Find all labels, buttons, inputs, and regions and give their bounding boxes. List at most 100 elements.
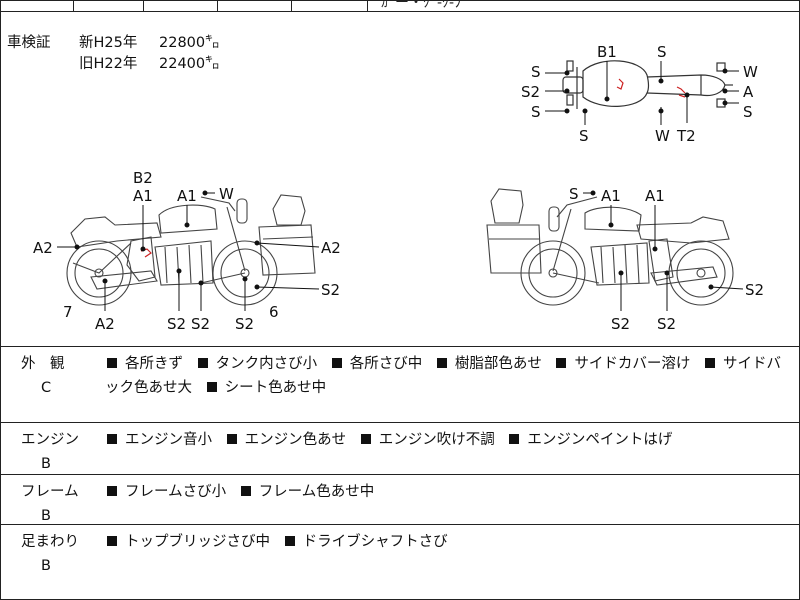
label-7: 7 xyxy=(63,303,73,321)
label-s2: S2 xyxy=(657,315,676,333)
label-s: S xyxy=(531,103,541,121)
section-category: 足まわり B xyxy=(21,530,81,578)
top-view-bike xyxy=(562,60,733,111)
top-strip: ｶﾞー・ｸﾞ-ｸ-ﾌﾞ xyxy=(1,1,799,12)
divider xyxy=(143,1,144,11)
inspection-label: 車検証 xyxy=(7,35,51,51)
section-exterior: 外 観 C 各所きず タンク内さび小 各所さび中 樹脂部色あせ サイドカバー溶け… xyxy=(1,346,799,423)
label-s: S xyxy=(657,43,667,61)
label-s: S xyxy=(531,63,541,81)
bullet-square-icon xyxy=(226,434,237,444)
condition-items: フレームさび小 フレーム色あせ中 xyxy=(105,480,793,504)
inspection-year: 新H25年 xyxy=(79,35,138,51)
condition-item: 各所きず xyxy=(105,356,183,372)
condition-item: エンジン音小 xyxy=(105,432,212,448)
inspection-year: 旧H22年 xyxy=(79,56,138,72)
condition-item: フレームさび小 xyxy=(105,484,226,500)
bullet-square-icon xyxy=(360,434,371,444)
label-a1: A1 xyxy=(601,187,621,205)
label-s2: S2 xyxy=(191,315,210,333)
divider xyxy=(217,1,218,11)
bullet-square-icon xyxy=(240,486,251,496)
category-label: フレーム xyxy=(21,484,79,500)
label-b2: B2 xyxy=(133,169,153,187)
left-view-leaders xyxy=(57,190,320,311)
section-category: エンジン B xyxy=(21,428,81,476)
inspection-row: 旧H22年 22400㌔ xyxy=(7,54,220,75)
label-w: W xyxy=(743,63,758,81)
divider xyxy=(73,1,74,11)
bullet-square-icon xyxy=(197,358,208,368)
condition-items: エンジン音小 エンジン色あせ エンジン吹け不調 エンジンペイントはげ xyxy=(105,428,793,452)
label-s: S xyxy=(743,103,753,121)
inspection-km: 22400㌔ xyxy=(159,56,220,72)
label-a1: A1 xyxy=(177,187,197,205)
label-a2: A2 xyxy=(95,315,115,333)
label-a1: A1 xyxy=(645,187,665,205)
label-w: W xyxy=(655,127,670,145)
section-category: 外 観 C xyxy=(21,352,81,400)
label-s2: S2 xyxy=(745,281,764,299)
bullet-square-icon xyxy=(107,358,117,368)
category-label: 外 観 xyxy=(21,356,65,372)
section-frame: フレーム B フレームさび小 フレーム色あせ中 xyxy=(1,474,799,525)
condition-item: トップブリッジさび中 xyxy=(105,534,270,550)
label-s: S xyxy=(569,185,579,203)
label-s2: S2 xyxy=(235,315,254,333)
label-a: A xyxy=(743,83,754,101)
inspection-odometer: 車検証 新H25年 22800㌔ 旧H22年 22400㌔ xyxy=(7,33,220,75)
right-view-leaders xyxy=(583,190,744,311)
condition-item: ドライブシャフトさび xyxy=(275,534,448,550)
left-view-bike xyxy=(66,194,316,306)
label-6: 6 xyxy=(269,303,279,321)
label-b1: B1 xyxy=(597,43,617,61)
bullet-square-icon xyxy=(284,536,295,546)
bullet-square-icon xyxy=(556,358,567,368)
damage-mark xyxy=(616,78,624,90)
condition-item: 各所さび中 xyxy=(322,356,422,372)
condition-item: サイドカバー溶け xyxy=(546,356,690,372)
label-a2: A2 xyxy=(321,239,341,257)
bullet-square-icon xyxy=(436,358,447,368)
damage-mark xyxy=(676,86,686,98)
label-s2: S2 xyxy=(611,315,630,333)
label-w: W xyxy=(219,185,234,203)
bullet-square-icon xyxy=(107,486,117,496)
motorcycle-diagrams: S S2 S S B1 S W T2 W A S xyxy=(33,43,764,333)
category-grade: B xyxy=(41,456,51,472)
condition-items: トップブリッジさび中 ドライブシャフトさび xyxy=(105,530,793,554)
condition-item: エンジン色あせ xyxy=(217,432,346,448)
section-engine: エンジン B エンジン音小 エンジン色あせ エンジン吹け不調 エンジンペイントは… xyxy=(1,422,799,475)
bullet-square-icon xyxy=(107,536,117,546)
condition-item: サイドバック色あせ大 xyxy=(105,356,782,396)
bullet-square-icon xyxy=(107,434,117,444)
inspection-km: 22800㌔ xyxy=(159,35,220,51)
condition-items: 各所きず タンク内さび小 各所さび中 樹脂部色あせ サイドカバー溶け サイドバッ… xyxy=(105,352,793,400)
condition-item: エンジンペイントはげ xyxy=(499,432,672,448)
category-label: 足まわり xyxy=(21,534,79,550)
top-fragment-text: ｶﾞー・ｸﾞ-ｸ-ﾌﾞ xyxy=(381,0,469,11)
top-view-leaders xyxy=(545,61,739,125)
condition-item: シート色あせ中 xyxy=(197,380,326,396)
category-grade: B xyxy=(41,558,51,574)
label-s: S xyxy=(579,127,589,145)
section-suspension: 足まわり B トップブリッジさび中 ドライブシャフトさび xyxy=(1,524,799,599)
condition-item: フレーム色あせ中 xyxy=(231,484,374,500)
bullet-square-icon xyxy=(331,358,342,368)
category-label: エンジン xyxy=(21,432,79,448)
label-a1: A1 xyxy=(133,187,153,205)
condition-item: タンク内さび小 xyxy=(188,356,317,372)
damage-diagram: 車検証 新H25年 22800㌔ 旧H22年 22400㌔ xyxy=(1,11,799,347)
category-grade: C xyxy=(41,380,52,396)
bullet-square-icon xyxy=(509,434,520,444)
section-category: フレーム B xyxy=(21,480,81,528)
right-view-bike xyxy=(486,188,734,306)
label-a2: A2 xyxy=(33,239,53,257)
divider xyxy=(367,1,368,11)
label-s2: S2 xyxy=(321,281,340,299)
condition-item: 樹脂部色あせ xyxy=(427,356,542,372)
inspection-row: 車検証 新H25年 22800㌔ xyxy=(7,33,220,54)
condition-item: エンジン吹け不調 xyxy=(351,432,495,448)
divider xyxy=(291,1,292,11)
